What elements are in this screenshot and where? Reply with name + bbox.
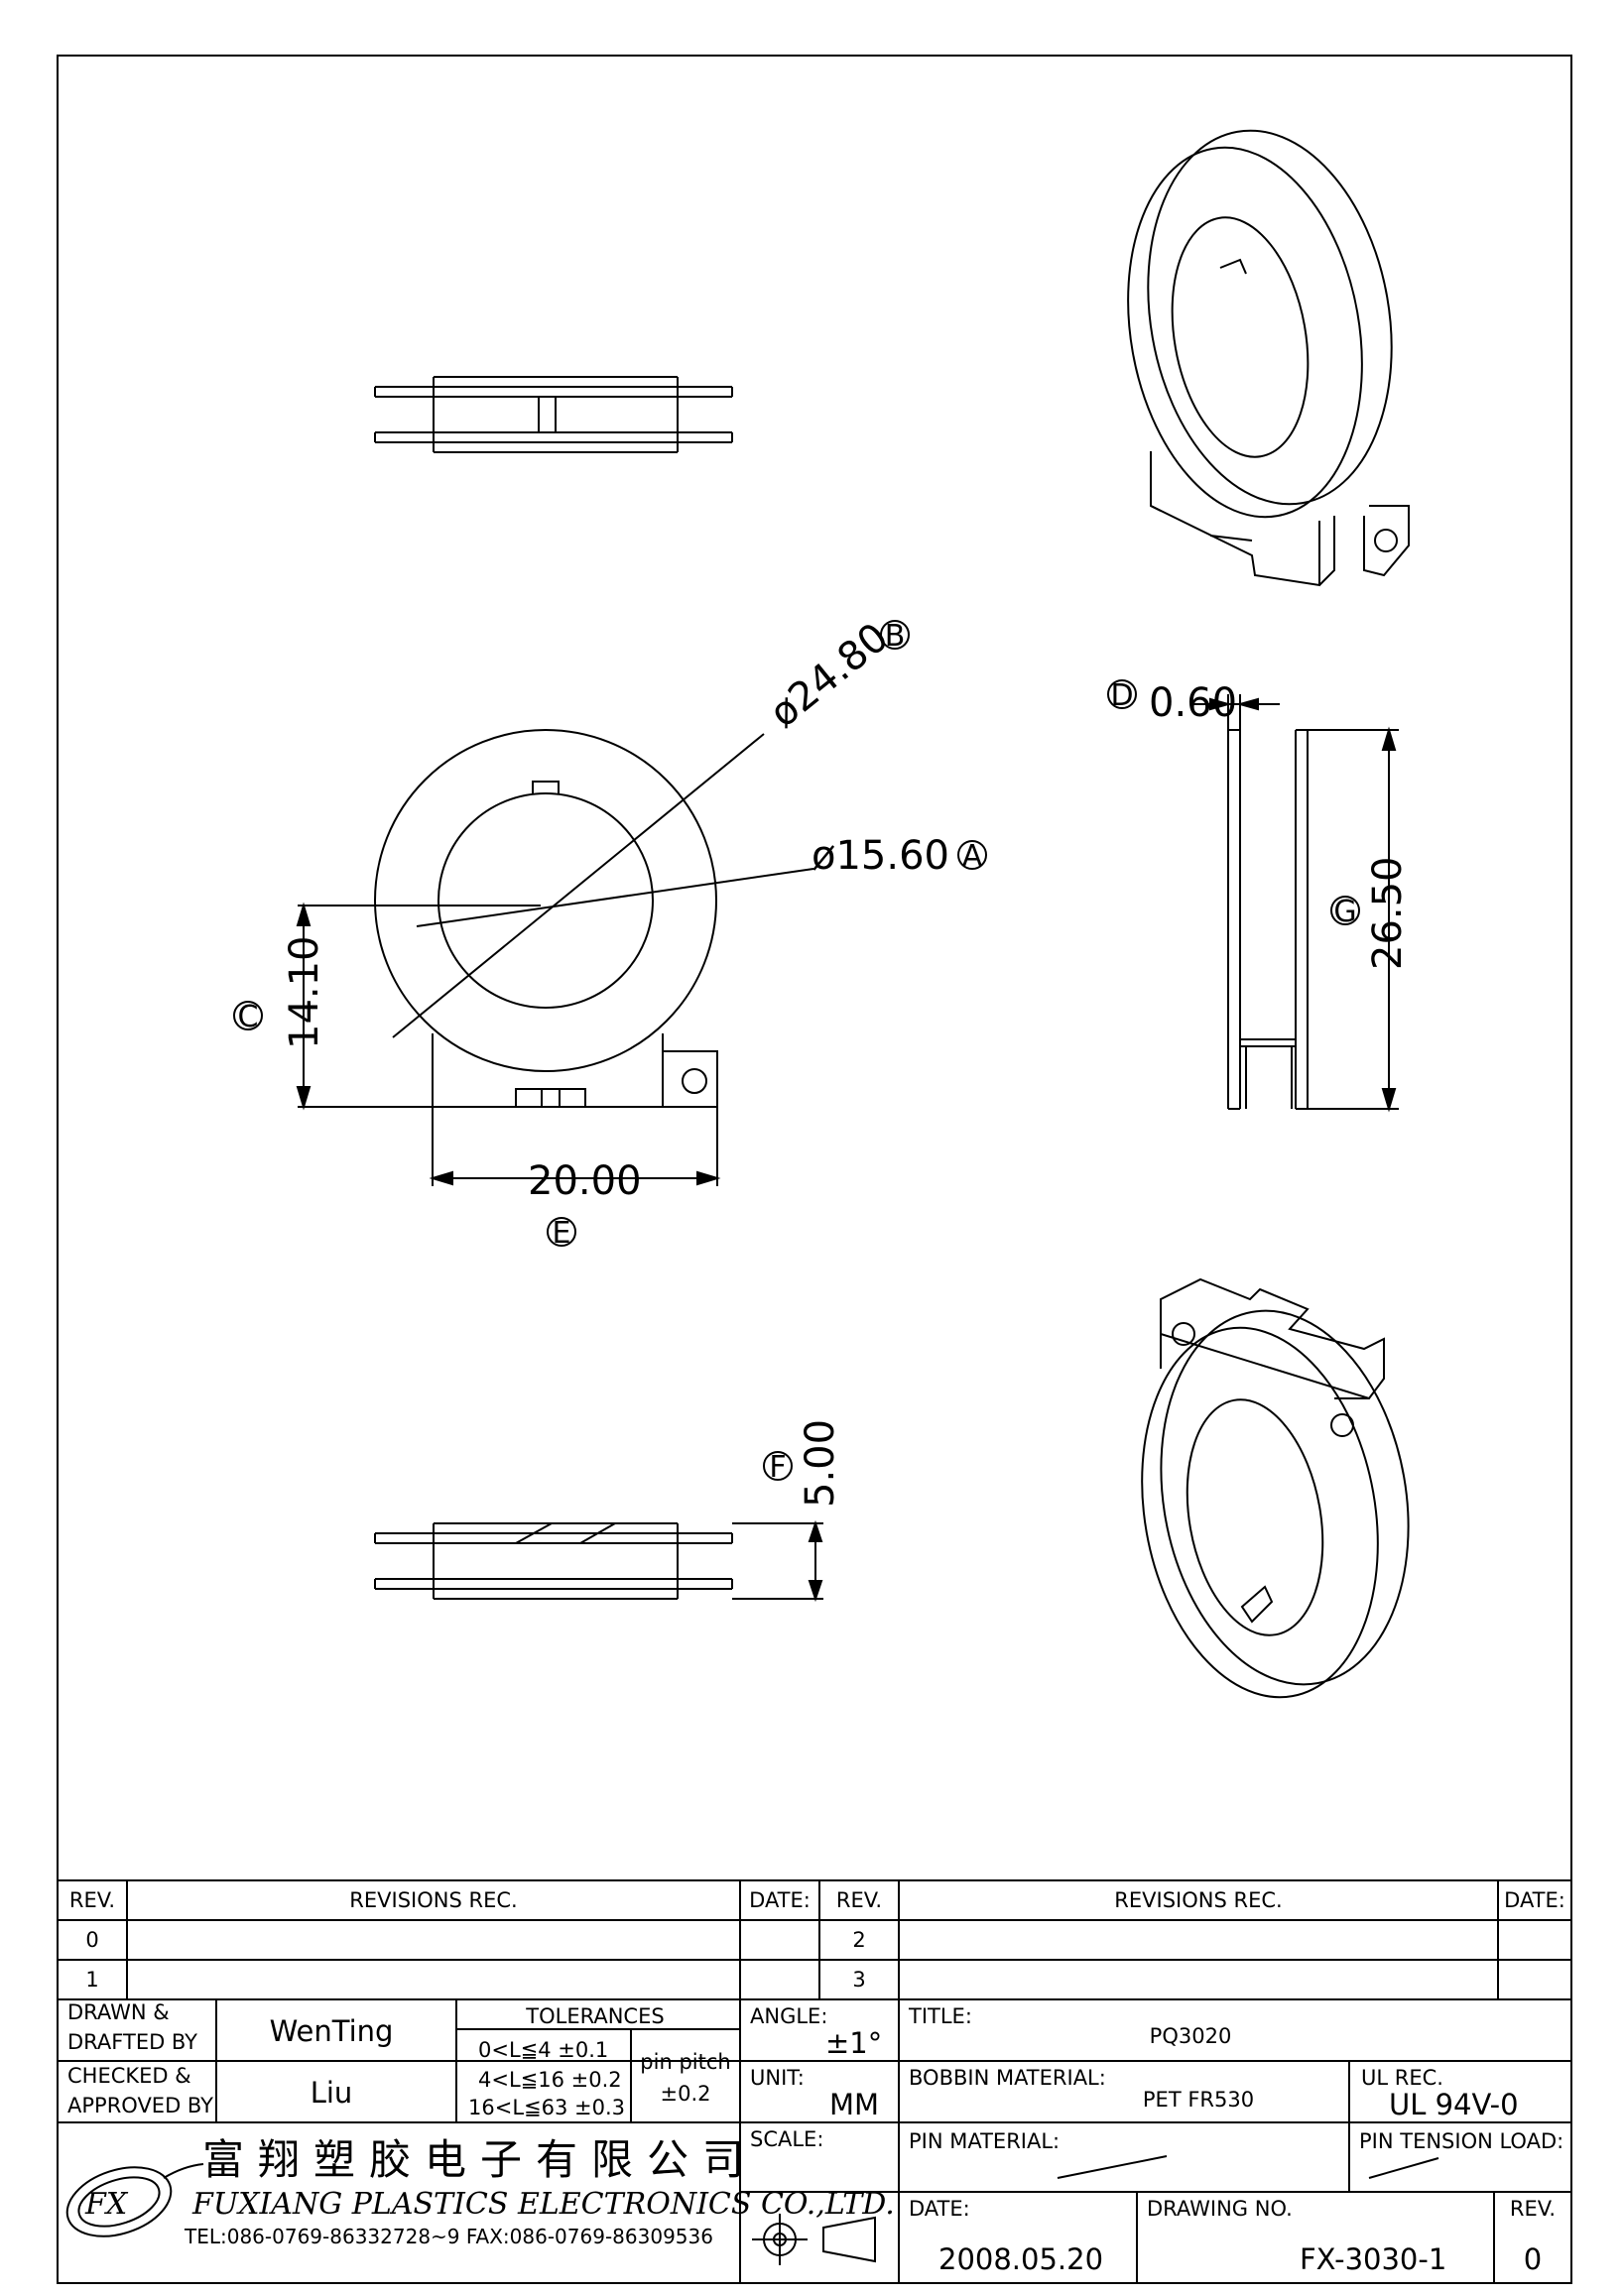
outer-flange-circle xyxy=(374,729,717,1072)
revisions-header-right: REVISIONS REC. xyxy=(1114,1888,1282,1912)
top-side-view xyxy=(374,376,733,453)
pin-material-label: PIN MATERIAL: xyxy=(909,2129,1060,2153)
bobbin-material-value: PET FR530 xyxy=(1143,2088,1254,2112)
drawn-by-label-2: DRAFTED BY xyxy=(67,2030,197,2054)
svg-text:A: A xyxy=(962,839,983,874)
isometric-view-top xyxy=(1127,129,1410,587)
drawing-no-label: DRAWING NO. xyxy=(1147,2197,1293,2221)
unit-label: UNIT: xyxy=(750,2066,805,2090)
date-label: DATE: xyxy=(909,2197,970,2221)
inner-bore-circle xyxy=(437,792,654,1009)
svg-text:FX: FX xyxy=(84,2187,129,2222)
dim-base-width-ref: E xyxy=(547,1216,576,1251)
company-name-en: FUXIANG PLASTICS ELECTRONICS CO.,LTD. xyxy=(191,2187,895,2222)
svg-text:F: F xyxy=(769,1450,786,1485)
rev-value: 0 xyxy=(1524,2242,1542,2276)
pin-tension-label: PIN TENSION LOAD: xyxy=(1359,2129,1563,2153)
rev-header-left: REV. xyxy=(69,1888,115,1912)
dim-pin-depth: 5.00 xyxy=(798,1419,843,1508)
dim-inner-diameter: ø15.60 xyxy=(812,833,949,879)
dim-outer-diameter: ø24.80 xyxy=(761,615,897,737)
right-side-view xyxy=(1190,694,1399,1113)
company-logo: FX xyxy=(65,2163,204,2237)
svg-text:E: E xyxy=(553,1216,571,1251)
dim-center-height: 14.10 xyxy=(282,935,327,1049)
bottom-side-view xyxy=(374,1519,823,1603)
rev-row-2: 2 xyxy=(852,1928,865,1952)
company-name-cn: 富翔塑胶电子有限公司 xyxy=(202,2135,758,2184)
drawn-by-value: WenTing xyxy=(270,2014,394,2048)
revisions-header-left: REVISIONS REC. xyxy=(349,1888,517,1912)
unit-value: MM xyxy=(829,2088,879,2121)
dim-flange-thickness-ref: D xyxy=(1107,678,1137,713)
rev-header-right: REV. xyxy=(836,1888,882,1912)
scale-label: SCALE: xyxy=(750,2127,823,2151)
dim-pin-depth-ref: F xyxy=(763,1450,793,1485)
title-block xyxy=(58,1999,1571,2283)
drawn-by-label-1: DRAWN & xyxy=(67,2000,170,2024)
title-value: PQ3020 xyxy=(1150,2024,1232,2048)
ul-rec-label: UL REC. xyxy=(1361,2066,1443,2090)
date-header-left: DATE: xyxy=(749,1888,811,1912)
dim-base-width: 20.00 xyxy=(528,1158,642,1204)
tolerances-label: TOLERANCES xyxy=(525,2004,664,2028)
bobbin-material-label: BOBBIN MATERIAL: xyxy=(909,2066,1106,2090)
pin-pitch-value: ±0.2 xyxy=(661,2082,711,2106)
pin-pitch-label: pin pitch xyxy=(640,2050,730,2074)
rev-label: REV. xyxy=(1510,2197,1556,2221)
dim-center-height-ref: C xyxy=(233,1000,263,1034)
tolerance-2: 4<L≦16 ±0.2 xyxy=(478,2068,622,2092)
svg-text:B: B xyxy=(885,619,906,654)
svg-text:D: D xyxy=(1110,678,1133,713)
projection-symbol-icon xyxy=(752,2214,876,2265)
date-value: 2008.05.20 xyxy=(938,2242,1103,2276)
dim-inner-diameter-ref: A xyxy=(957,839,987,874)
revision-table xyxy=(58,1879,1571,2000)
checked-by-value: Liu xyxy=(311,2076,353,2110)
dim-total-height-ref: G xyxy=(1330,895,1360,929)
base-hole xyxy=(682,1068,707,1094)
front-view xyxy=(296,729,814,1186)
angle-label: ANGLE: xyxy=(750,2004,827,2028)
ul-rec-value: UL 94V-0 xyxy=(1389,2088,1519,2121)
date-header-right: DATE: xyxy=(1504,1888,1565,1912)
dim-flange-thickness: 0.60 xyxy=(1149,680,1237,726)
title-label: TITLE: xyxy=(908,2004,972,2028)
svg-text:G: G xyxy=(1333,895,1356,929)
sheet-border xyxy=(57,55,1572,2284)
dim-outer-diameter-ref: B xyxy=(880,619,910,654)
rev-row-3: 3 xyxy=(852,1968,865,1992)
angle-value: ±1° xyxy=(825,2026,882,2060)
rev-row-0: 0 xyxy=(85,1928,98,1952)
checked-by-label-2: APPROVED BY xyxy=(67,2094,213,2117)
dim-total-height: 26.50 xyxy=(1365,856,1411,970)
bore-key-notch xyxy=(532,781,560,793)
checked-by-label-1: CHECKED & xyxy=(67,2064,191,2088)
tolerance-1: 0<L≦4 ±0.1 xyxy=(478,2038,608,2062)
rev-row-1: 1 xyxy=(85,1968,98,1992)
svg-text:C: C xyxy=(238,1000,259,1034)
tolerance-3: 16<L≦63 ±0.3 xyxy=(468,2096,625,2119)
drawing-no-value: FX-3030-1 xyxy=(1300,2242,1446,2276)
isometric-view-bottom xyxy=(1141,1277,1410,1699)
company-contact: TEL:086-0769-86332728~9 FAX:086-0769-863… xyxy=(184,2225,713,2248)
